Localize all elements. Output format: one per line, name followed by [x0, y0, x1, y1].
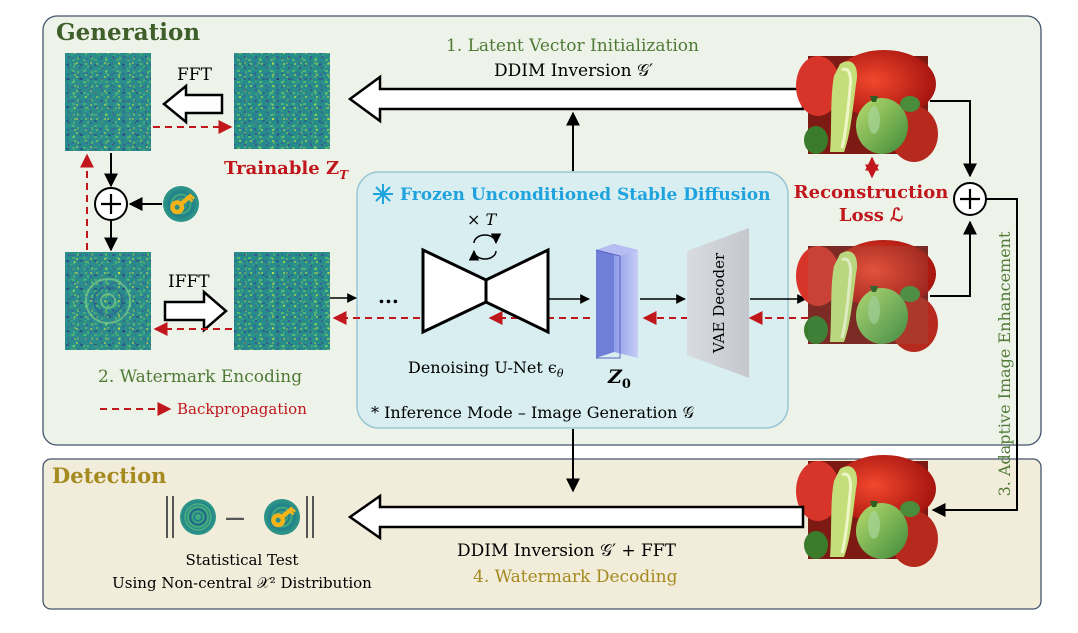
ddim-inversion-label: DDIM Inversion 𝒢′: [494, 61, 653, 81]
fft-label: FFT: [177, 65, 213, 85]
inference-note: * Inference Mode – Image Generation 𝒢: [371, 403, 695, 422]
loop-icon: [468, 233, 502, 261]
minus-sign: —: [225, 505, 245, 529]
ifft-label: IFFT: [168, 272, 210, 292]
ddim-fft-label: DDIM Inversion 𝒢′ + FFT: [457, 541, 677, 561]
stat-test-sub: Using Non-central 𝒳² Distribution: [112, 574, 372, 592]
fft-arrow: [162, 83, 224, 125]
snowflake-icon: [373, 184, 393, 204]
detection-title: Detection: [52, 463, 166, 488]
latent-freq-image: [65, 53, 151, 151]
watermark-encoding-label: 2. Watermark Encoding: [98, 367, 302, 387]
latent-init-label: 1. Latent Vector Initialization: [446, 36, 699, 56]
reconstruction-loss-label: Reconstruction: [794, 182, 949, 203]
stable-diffusion-box: [356, 171, 789, 429]
original-image: [794, 48, 940, 164]
times-t-label: × T: [467, 210, 497, 229]
trainable-label: Trainable ZT: [224, 158, 349, 182]
diffusion-title: Frozen Unconditioned Stable Diffusion: [400, 185, 771, 205]
ddim-inversion-arrow: [347, 74, 805, 124]
generated-image: [794, 238, 940, 354]
xor-plus-icon: [94, 187, 128, 221]
norm-left-bars: [166, 496, 174, 538]
combine-plus-icon: [953, 182, 987, 216]
watermarked-freq-image: [65, 252, 151, 350]
enhanced-image: [794, 453, 940, 569]
stat-test-label: Statistical Test: [186, 551, 299, 569]
key-icon: [163, 186, 199, 222]
vae-decoder-block: [687, 228, 749, 378]
key-disk-icon: [264, 499, 300, 535]
trainable-latent-image: [234, 53, 330, 149]
ddim-fft-arrow: [347, 493, 805, 541]
detection-panel: [42, 458, 1042, 610]
generation-title: Generation: [56, 19, 200, 46]
z0-label: Z0: [607, 366, 631, 392]
ellipsis: ...: [378, 284, 399, 308]
adaptive-enhancement-label: 3. Adaptive Image Enhancement: [995, 231, 1014, 496]
watermark-decoding-label: 4. Watermark Decoding: [473, 567, 678, 587]
ifft-arrow: [163, 289, 228, 333]
ring-disk-icon: [179, 498, 217, 536]
backprop-label: Backpropagation: [177, 400, 307, 418]
z0-latent-block: [595, 244, 638, 359]
vae-decoder-label: VAE Decoder: [710, 252, 728, 354]
reconstruction-loss-sub: Loss ℒ: [839, 205, 903, 226]
norm-right-bars: [306, 496, 314, 538]
unet-shape: [421, 247, 550, 335]
watermarked-latent-image: [234, 252, 330, 350]
unet-label: Denoising U-Net ϵθ: [408, 358, 564, 380]
